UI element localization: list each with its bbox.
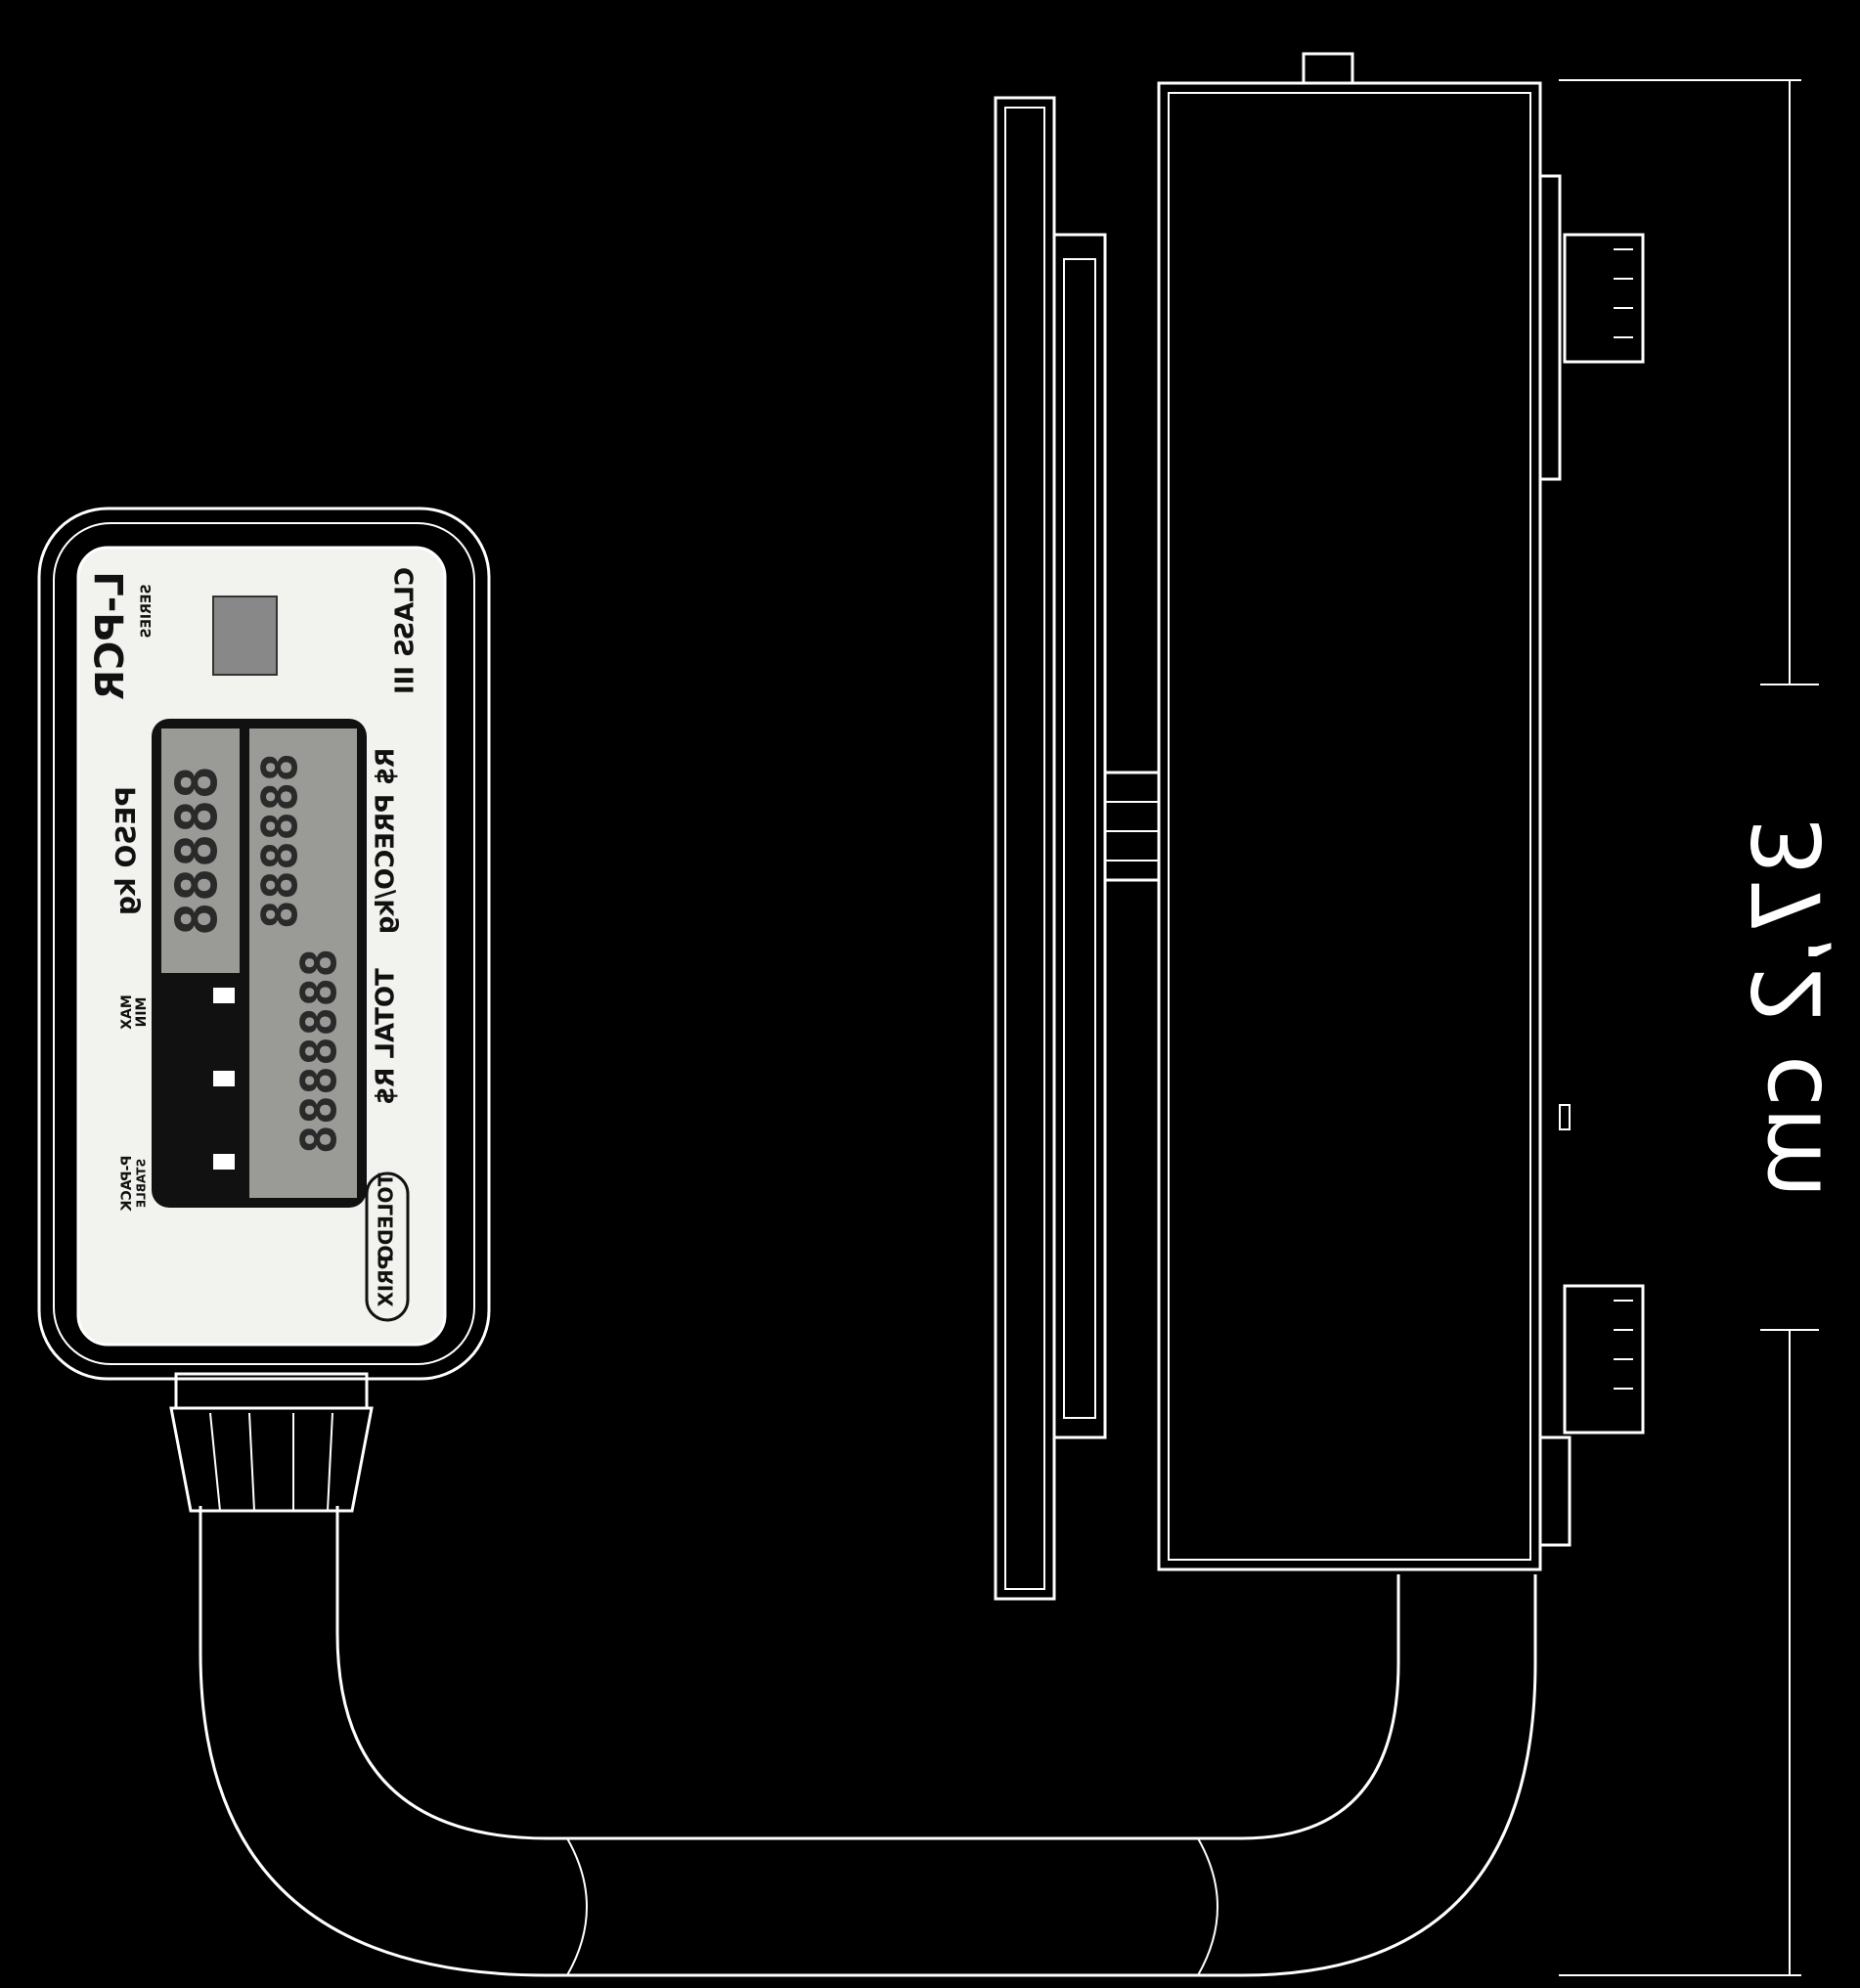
- total-label: TOTAL R$: [372, 968, 401, 1104]
- series-label: SERIES: [139, 584, 155, 638]
- pack-indicator-icon: [213, 1154, 235, 1170]
- badge-line-2: PRIX: [375, 1256, 398, 1308]
- min-label: MIN: [134, 997, 150, 1028]
- dimension-line: [1559, 79, 1819, 1976]
- stable-label: STABLE: [135, 1159, 149, 1208]
- total-digits: 8888888: [291, 949, 348, 1155]
- max-label: MAX: [119, 994, 135, 1030]
- weight-display: [161, 729, 240, 973]
- class-label: CLASS III: [391, 567, 421, 694]
- tare-indicator-icon: [213, 988, 235, 1003]
- approval-seal-icon: [212, 596, 278, 676]
- brand-badge: [365, 1171, 410, 1322]
- badge-line-1: TOLEDO: [375, 1173, 398, 1262]
- price-label: R$ PRECO/kg: [372, 748, 401, 935]
- dimension-label-group: 37,2 cm: [1733, 817, 1842, 1199]
- weighing-platter: [994, 96, 1161, 1601]
- pack-label: P-PACK: [119, 1156, 135, 1213]
- foot-lower: [1563, 1284, 1645, 1435]
- cable: [199, 1506, 1537, 1977]
- tare-indicator-label: TARA: [183, 978, 199, 1018]
- zero-indicator-icon: [213, 1071, 235, 1086]
- price-total-display: [249, 729, 357, 1198]
- scale-base: [1157, 52, 1645, 1571]
- dimension-label: 37,2 cm: [1733, 817, 1842, 1199]
- indicator-panel: L-PCR SERIES CLASS III 88888 888888 8888…: [88, 567, 421, 1322]
- zero-indicator-label: ZERO: [183, 1060, 199, 1101]
- weight-label: PESO kg: [110, 786, 142, 915]
- strain-relief: [169, 1372, 374, 1513]
- brand-label: L-PCR: [88, 571, 133, 700]
- foot-upper: [1563, 233, 1645, 364]
- weight-digits: 88888: [163, 766, 230, 937]
- price-digits: 888888: [252, 753, 309, 930]
